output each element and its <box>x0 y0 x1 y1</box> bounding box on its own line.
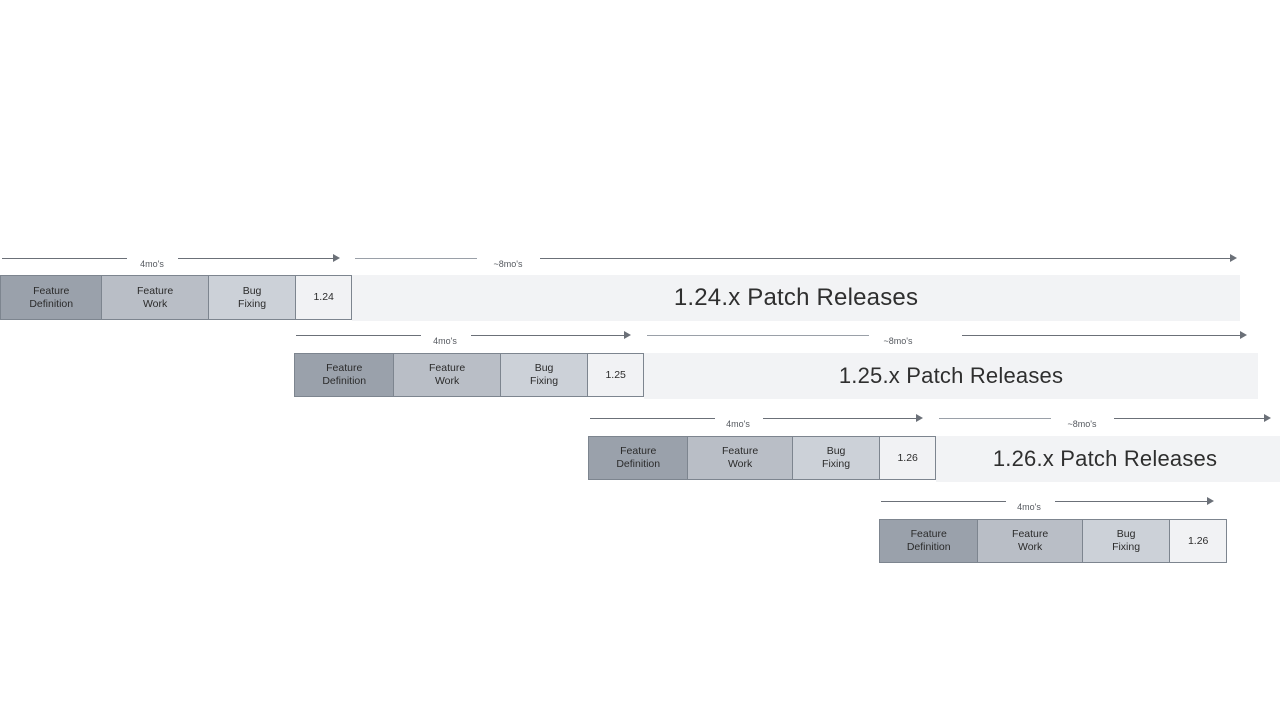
version-box-1-26[interactable]: 1.26 <box>880 437 935 479</box>
phase-label-line1: Bug <box>242 284 262 297</box>
dev-measure-1-26: 4mo's <box>588 409 936 429</box>
phase-label-line2: Definition <box>29 297 74 310</box>
arrowhead-icon <box>1264 414 1271 422</box>
measure-line-right <box>763 418 918 419</box>
patch-measure-1-24: ~8mo's <box>352 249 1240 269</box>
measure-line-left <box>881 501 1006 502</box>
phase-blocks-1-24: Feature Definition Feature Work Bug Fixi… <box>0 275 352 320</box>
phase-label-line2: Work <box>434 375 460 387</box>
phase-label-line1: Feature <box>326 362 363 374</box>
dev-measure-1-25: 4mo's <box>294 326 644 346</box>
phase-label-line2: Fixing <box>1112 541 1141 553</box>
phase-label-line2: Definition <box>906 541 951 553</box>
version-label: 1.26 <box>897 451 918 464</box>
phase-label-line1: Feature <box>620 445 657 457</box>
dev-measure-1-24: 4mo's <box>0 249 352 269</box>
measure-line-left <box>647 335 869 336</box>
phase-label-line2: Fixing <box>822 458 851 470</box>
version-label: 1.26 <box>1187 534 1209 547</box>
patch-release-bar-1-25: 1.25.x Patch Releases <box>644 353 1258 399</box>
measure-line-right <box>471 335 626 336</box>
phase-label-line2: Work <box>142 297 168 310</box>
phase-bug-fixing[interactable]: Bug Fixing <box>1082 520 1171 562</box>
phase-blocks-next: Feature Definition Feature Work Bug Fixi… <box>879 519 1227 563</box>
arrowhead-icon <box>333 254 340 262</box>
phase-bug-fixing[interactable]: Bug Fixing <box>792 437 881 479</box>
phase-label-line2: Fixing <box>238 297 267 310</box>
phase-label-line2: Fixing <box>530 375 559 387</box>
phase-blocks-1-25: Feature Definition Feature Work Bug Fixi… <box>294 353 644 397</box>
phase-blocks-1-26: Feature Definition Feature Work Bug Fixi… <box>588 436 936 480</box>
phase-label-line1: Feature <box>1012 528 1049 540</box>
phase-label-line2: Work <box>727 458 753 470</box>
phase-label-line2: Definition <box>616 458 661 470</box>
dev-measure-label: 4mo's <box>140 259 164 269</box>
phase-feature-definition[interactable]: Feature Definition <box>880 520 979 562</box>
measure-line-right <box>1114 418 1266 419</box>
phase-feature-work[interactable]: Feature Work <box>978 520 1083 562</box>
dev-measure-label: 4mo's <box>433 336 457 346</box>
dev-measure-label: 4mo's <box>1017 502 1041 512</box>
phase-label-line1: Feature <box>33 284 70 297</box>
patch-measure-1-26: ~8mo's <box>936 409 1280 429</box>
phase-label-line1: Bug <box>534 362 554 374</box>
arrowhead-icon <box>916 414 923 422</box>
measure-line-right <box>962 335 1242 336</box>
dev-measure-next: 4mo's <box>879 492 1227 512</box>
measure-line-right <box>540 258 1232 259</box>
phase-label-line1: Feature <box>910 528 947 540</box>
phase-label-line2: Work <box>1017 541 1043 553</box>
patch-measure-label: ~8mo's <box>493 259 523 269</box>
phase-feature-definition[interactable]: Feature Definition <box>589 437 689 479</box>
version-label: 1.24 <box>313 291 334 303</box>
phase-feature-work[interactable]: Feature Work <box>688 437 793 479</box>
measure-line-left <box>296 335 421 336</box>
patch-measure-label: ~8mo's <box>883 336 913 346</box>
measure-line-left <box>355 258 477 259</box>
patch-release-label: 1.25.x Patch Releases <box>838 363 1064 388</box>
phase-label-line1: Feature <box>137 284 174 297</box>
measure-line-left <box>590 418 715 419</box>
phase-bug-fixing[interactable]: Bug Fixing <box>500 354 589 396</box>
patch-release-label: 1.26.x Patch Releases <box>992 446 1218 471</box>
version-box-1-24[interactable]: 1.24 <box>296 276 351 319</box>
phase-feature-work[interactable]: Feature Work <box>394 354 501 396</box>
version-box-next[interactable]: 1.26 <box>1170 520 1226 562</box>
measure-line-right <box>1055 501 1210 502</box>
phase-feature-definition[interactable]: Feature Definition <box>295 354 395 396</box>
phase-label-line1: Feature <box>429 362 466 374</box>
patch-measure-1-25: ~8mo's <box>644 326 1258 346</box>
patch-release-label: 1.24.x Patch Releases <box>673 284 919 311</box>
measure-line-left <box>939 418 1051 419</box>
dev-measure-label: 4mo's <box>726 419 750 429</box>
measure-line-right <box>178 258 335 259</box>
arrowhead-icon <box>1240 331 1247 339</box>
patch-measure-label: ~8mo's <box>1067 419 1097 429</box>
version-box-1-25[interactable]: 1.25 <box>588 354 643 396</box>
version-label: 1.25 <box>605 368 626 381</box>
arrowhead-icon <box>624 331 631 339</box>
phase-label-line1: Bug <box>826 445 846 457</box>
arrowhead-icon <box>1207 497 1214 505</box>
patch-release-bar-1-24: 1.24.x Patch Releases <box>352 275 1240 321</box>
measure-line-left <box>2 258 127 259</box>
arrowhead-icon <box>1230 254 1237 262</box>
patch-release-bar-1-26: 1.26.x Patch Releases <box>936 436 1280 482</box>
phase-feature-definition[interactable]: Feature Definition <box>1 276 103 319</box>
phase-label-line2: Definition <box>322 375 367 387</box>
phase-feature-work[interactable]: Feature Work <box>102 276 209 319</box>
phase-label-line1: Feature <box>722 445 759 457</box>
phase-label-line1: Bug <box>1116 528 1136 540</box>
phase-bug-fixing[interactable]: Bug Fixing <box>208 276 297 319</box>
